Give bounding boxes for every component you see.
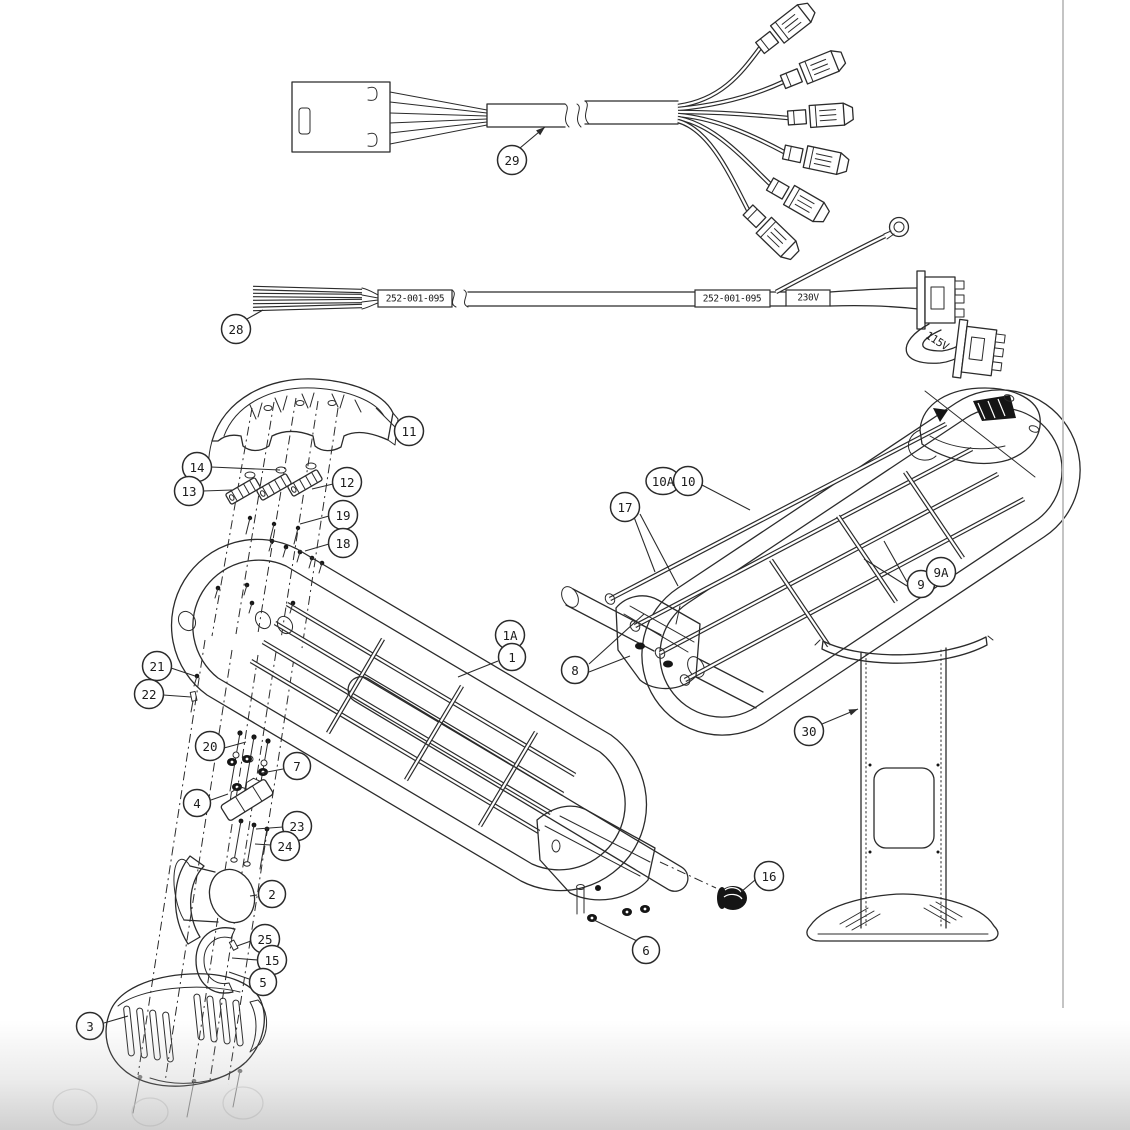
end-cap-16 [717,886,747,910]
callout-29: 29 [496,126,546,176]
callout-11: 11 [375,407,425,447]
callout-1A-text: 1A [502,628,518,643]
callout-14-text: 14 [189,460,204,475]
callout-25-text: 25 [257,932,272,947]
callout-1-text: 1 [508,650,516,665]
harness-connector-body [291,81,391,153]
ring-terminal [883,216,910,240]
callout-10-text: 10 [680,474,695,489]
cable-part-number-label-1-text: 252-001-095 [386,294,445,305]
callout-9-text: 9 [917,577,925,592]
callout-22: 22 [133,678,192,710]
clamp-5 [195,927,239,994]
callout-1: 1 [457,642,527,678]
callout-22-text: 22 [141,687,156,702]
callout-29-text: 29 [504,153,519,168]
plug-connector-230v [916,270,965,330]
voltage-label-230v-text: 230V [797,293,819,304]
cable-part-number-label-2: 252-001-095 [694,289,771,308]
main-oval-frame [170,538,689,892]
callout-6: 6 [593,919,661,965]
spade-terminals [739,0,855,264]
power-cord-28-drawing [252,216,1008,384]
callout-4-text: 4 [193,796,201,811]
bottom-housing-3 [52,973,267,1127]
callout-8: 8 [560,613,645,685]
screw-22 [189,690,198,713]
cable-part-number-label-1: 252-001-095 [377,289,453,308]
callout-3-text: 3 [86,1019,94,1034]
left-assembly-exploded-drawing [52,378,747,1127]
callout-15-text: 15 [264,953,279,968]
callout-8-text: 8 [571,663,579,678]
callout-16: 16 [740,860,785,893]
callout-4: 4 [182,788,229,818]
callout-30-text: 30 [801,724,816,739]
callout-19: 19 [299,499,359,531]
callout-24: 24 [254,830,301,862]
callout-15: 15 [231,944,288,976]
plug-connector-115v [952,318,1008,384]
callout-6-text: 6 [642,943,650,958]
callout-20-text: 20 [202,739,217,754]
page-edge-line [1062,0,1064,1008]
callout-21-text: 21 [149,659,164,674]
callout-17: 17 [609,491,679,587]
frame-mount-bracket [536,805,747,922]
harness-fan-wires [677,46,789,212]
pedestal-stand-drawing [806,635,999,942]
console-housing [907,387,1041,478]
callout-16-text: 16 [761,869,776,884]
callout-18: 18 [304,527,359,559]
callout-2: 2 [249,879,287,909]
wire-harness-29-drawing [291,0,855,264]
voltage-label-230v: 230V [785,289,831,307]
callout-9A: 9A [925,556,957,588]
callout-13: 13 [173,475,233,507]
callout-12: 12 [311,466,363,498]
callout-7: 7 [261,751,312,781]
callout-24-text: 24 [277,839,292,854]
callout-19-text: 19 [335,508,350,523]
callout-28: 28 [220,309,264,345]
callout-11-text: 11 [401,424,416,439]
callout-21: 21 [141,650,196,682]
callout-13-text: 13 [181,484,196,499]
callout-28-text: 28 [228,322,243,337]
callout-10A: 10A [645,466,681,496]
callout-7-text: 7 [293,759,301,774]
top-end-housing [208,378,399,470]
callout-3: 3 [75,1011,129,1041]
right-assembly-drawing [561,387,1081,736]
callout-10: 10 [672,465,751,511]
motor-2 [173,855,256,945]
cable-part-number-label-2-text: 252-001-095 [703,294,762,305]
callout-2-text: 2 [268,887,276,902]
callout-10A-text: 10A [652,474,675,489]
callout-17-text: 17 [617,500,632,515]
callout-23-text: 23 [289,819,304,834]
end-bracket-8 [615,595,701,690]
callout-9A-text: 9A [933,565,949,580]
callout-30: 30 [793,708,859,747]
callout-12-text: 12 [339,475,354,490]
callout-14: 14 [181,451,281,483]
callout-18-text: 18 [335,536,350,551]
callout-5-text: 5 [259,975,267,990]
callout-5: 5 [228,967,278,997]
bracket-4 [220,777,274,821]
callout-20: 20 [194,730,247,762]
